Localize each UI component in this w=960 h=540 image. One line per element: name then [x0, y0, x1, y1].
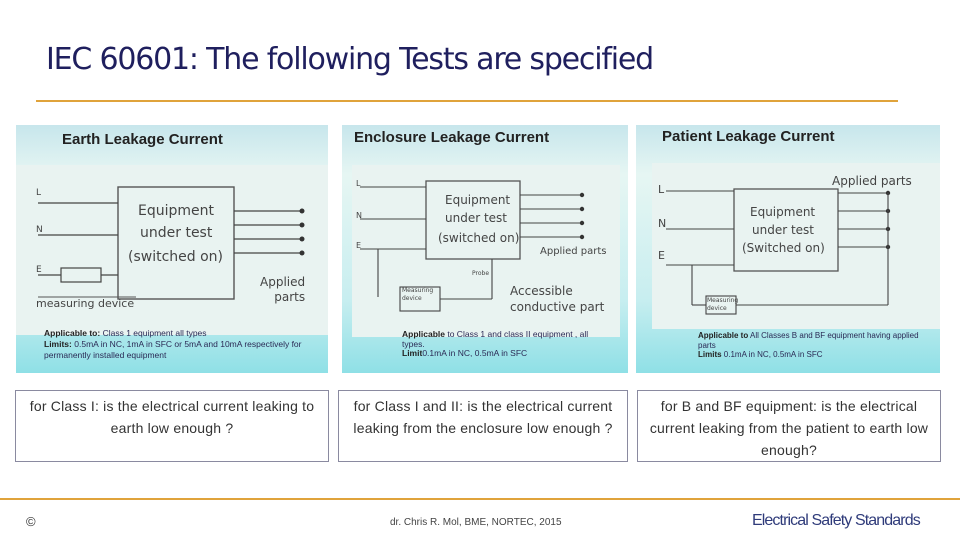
applicability-note: Applicable to Class 1 and class II equip…	[402, 329, 612, 359]
limits-heading: Limit	[402, 348, 423, 358]
line-label-l: L	[658, 183, 665, 196]
line-label-n: N	[36, 225, 43, 235]
equipment-box-line-1: Equipment	[138, 203, 214, 219]
patient-leakage-diagram	[652, 163, 940, 329]
probe-label: Probe	[472, 270, 490, 277]
equipment-box-line-3: (switched on)	[128, 249, 224, 265]
equipment-box-line-2: under test	[140, 225, 213, 241]
slide-title: IEC 60601: The following Tests are speci…	[46, 42, 654, 77]
earth-leakage-diagram	[16, 165, 328, 335]
caption-patient-leakage: for B and BF equipment: is the electrica…	[637, 390, 941, 462]
equipment-box-line-3: (Switched on)	[742, 241, 825, 255]
caption-earth-leakage: for Class I: is the electrical current l…	[15, 390, 329, 462]
measuring-device-label: Measuring device	[402, 287, 434, 302]
limits-text: 0.1mA in NC, 0.5mA in SFC	[723, 350, 823, 359]
panel-title: Patient Leakage Current	[662, 128, 835, 145]
line-label-e: E	[356, 241, 362, 250]
limits-text: 0.5mA in NC, 1mA in SFC or 5mA and 10mA …	[44, 339, 302, 360]
limits-heading: Limits	[698, 350, 722, 359]
panel-earth-leakage: Earth Leakage Current L N E Equipment un…	[16, 125, 328, 373]
applied-parts-label: Applied parts	[832, 174, 912, 188]
equipment-box-line-1: Equipment	[445, 193, 511, 207]
footer-brand: Electrical Safety Standards	[752, 512, 921, 529]
applicable-heading: Applicable	[402, 329, 445, 339]
line-label-e: E	[36, 265, 42, 275]
equipment-box-line-1: Equipment	[750, 205, 816, 219]
line-label-l: L	[356, 179, 361, 188]
applicable-text: All Classes B and BF equipment having ap…	[698, 331, 919, 350]
equipment-box-line-3: (switched on)	[438, 231, 520, 245]
limits-heading: Limits:	[44, 339, 72, 349]
line-label-n: N	[356, 211, 362, 220]
applicability-note: Applicable to: Class 1 equipment all typ…	[44, 328, 314, 361]
equipment-box-line-2: under test	[445, 211, 508, 225]
line-label-n: N	[658, 217, 667, 230]
copyright-mark: ©	[26, 514, 36, 529]
panel-patient-leakage: Patient Leakage Current L N E Equipment …	[636, 125, 940, 373]
enclosure-leakage-diagram	[352, 165, 620, 337]
applicable-heading: Applicable to:	[44, 328, 101, 338]
equipment-box-line-2: under test	[752, 223, 815, 237]
panel-enclosure-leakage: Enclosure Leakage Current L N E Equipmen…	[342, 125, 628, 373]
applied-parts-label: Applied parts	[540, 246, 607, 257]
applicable-text: to Class 1 and class II equipment , all …	[402, 329, 589, 349]
title-divider-right	[420, 100, 898, 102]
caption-enclosure-leakage: for Class I and II: is the electrical cu…	[338, 390, 628, 462]
footer-credit: dr. Chris R. Mol, BME, NORTEC, 2015	[390, 517, 562, 528]
footer-divider	[0, 498, 960, 500]
title-divider-left	[36, 100, 420, 102]
panel-title: Enclosure Leakage Current	[354, 129, 550, 146]
line-label-l: L	[36, 188, 42, 198]
applied-parts-label: Applied parts	[260, 275, 306, 304]
measuring-device-label: Measuring device	[707, 297, 739, 312]
panel-title: Earth Leakage Current	[62, 131, 223, 148]
line-label-e: E	[658, 249, 665, 262]
measuring-device-label: measuring device	[36, 297, 135, 310]
applicability-note: Applicable to All Classes B and BF equip…	[698, 331, 928, 360]
limits-text: 0.1mA in NC, 0.5mA in SFC	[422, 348, 528, 358]
accessible-part-label: Accessible conductive part	[510, 284, 605, 314]
applicable-text: Class 1 equipment all types	[102, 328, 207, 338]
applicable-heading: Applicable to	[698, 331, 749, 340]
